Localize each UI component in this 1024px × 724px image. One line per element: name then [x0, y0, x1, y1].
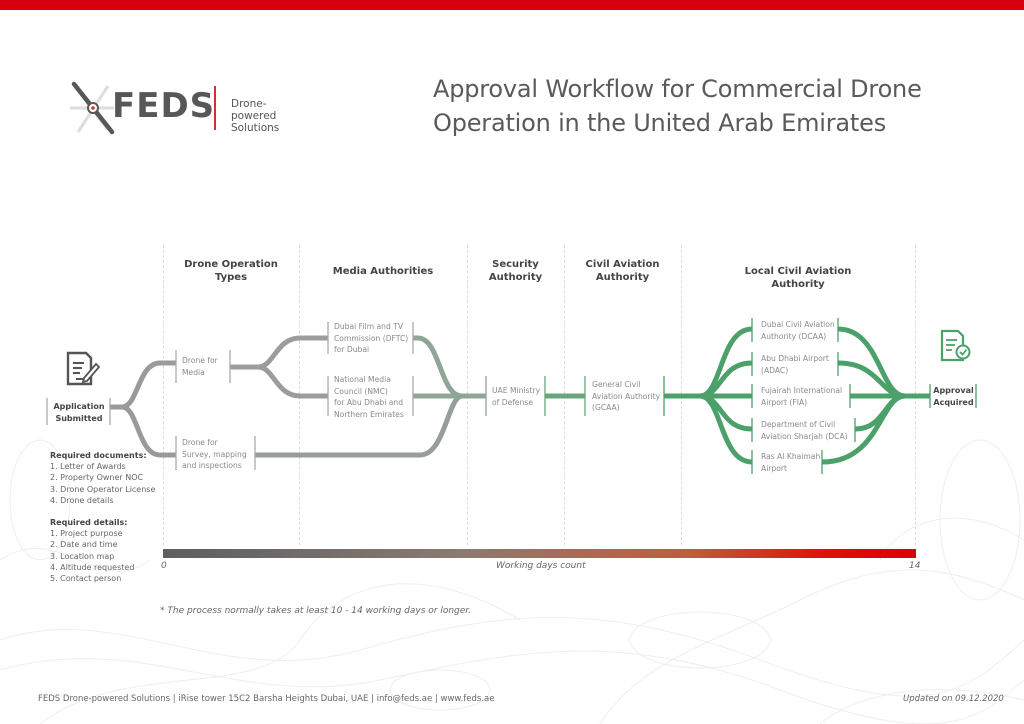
timeline-axis-label: Working days count — [496, 561, 586, 571]
footer-contact: FEDS Drone-powered Solutions | iRise tow… — [38, 694, 495, 704]
document-check-icon — [940, 329, 971, 362]
node-adac: Abu Dhabi Airport(ADAC) — [761, 354, 829, 375]
logo-tagline: Drone-powered Solutions — [231, 98, 280, 134]
top-accent-bar — [0, 0, 1024, 10]
footer-updated-date: Updated on 09.12.2020 — [903, 694, 1004, 704]
logo-separator — [214, 86, 216, 130]
timeline-min-label: 0 — [161, 561, 167, 571]
working-days-timeline-bar — [163, 549, 916, 558]
process-duration-note: * The process normally takes at least 10… — [160, 606, 472, 616]
drone-propeller-icon — [70, 81, 115, 135]
required-details-list: Required details: 1. Project purpose 2. … — [50, 518, 135, 584]
document-edit-icon — [66, 351, 101, 386]
page-title: Approval Workflow for Commercial Drone O… — [433, 75, 922, 137]
logo-brand: FEDS — [112, 86, 216, 126]
logo: FEDS Drone-powered Solutions — [66, 78, 306, 138]
column-divider — [163, 245, 164, 545]
timeline-max-label: 14 — [909, 561, 921, 571]
column-header-media-authorities: Media Authorities — [332, 266, 434, 277]
required-documents-list: Required documents: 1. Letter of Awards … — [50, 451, 156, 505]
